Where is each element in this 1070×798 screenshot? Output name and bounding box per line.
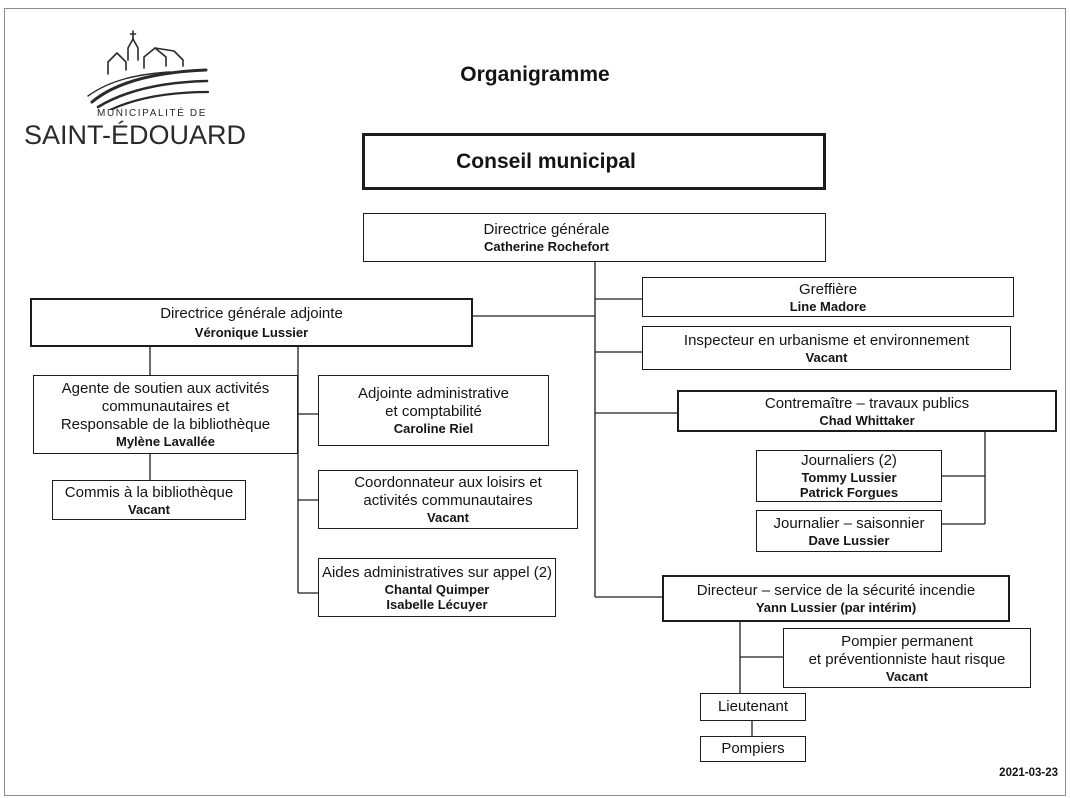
node-title: Responsable de la bibliothèque [60, 416, 271, 433]
node-title: Commis à la bibliothèque [64, 483, 234, 501]
node-directeur-incendie: Directeur – service de la sécurité incen… [662, 575, 1010, 622]
node-title: Journalier – saisonnier [773, 514, 925, 532]
node-title: Directrice générale [483, 221, 610, 238]
village-church-hill-icon [87, 30, 210, 110]
node-title: Coordonnateur aux loisirs et [354, 474, 542, 491]
node-title: Lieutenant [717, 698, 789, 715]
node-name: Chantal Quimper [384, 581, 490, 597]
node-name: Isabelle Lécuyer [386, 596, 488, 612]
node-name: Catherine Rochefort [484, 239, 609, 254]
node-title: et préventionniste haut risque [808, 650, 1006, 668]
node-directrice-generale: Directrice générale Catherine Rochefort [363, 213, 826, 262]
node-name: Véronique Lussier [194, 325, 309, 340]
node-agente-soutien: Agente de soutien aux activités communau… [33, 375, 298, 454]
node-title: Contremaître – travaux publics [764, 394, 970, 412]
node-title: Greffière [798, 280, 858, 298]
node-title: Directeur – service de la sécurité incen… [696, 582, 976, 599]
node-name: Mylène Lavallée [116, 434, 215, 449]
node-pompier-permanent: Pompier permanent et préventionniste hau… [783, 628, 1031, 688]
logo-municipality-label: MUNICIPALITÉ DE [97, 108, 207, 119]
node-title: Aides administratives sur appel (2) [321, 563, 553, 581]
node-name: Vacant [805, 349, 848, 365]
node-commis-bibliotheque: Commis à la bibliothèque Vacant [52, 480, 246, 520]
node-title: Pompiers [721, 740, 785, 757]
node-name: Caroline Riel [393, 421, 474, 436]
document-date: 2021-03-23 [999, 767, 1058, 779]
node-title: Directrice générale adjointe [160, 305, 343, 322]
node-directrice-generale-adjointe: Directrice générale adjointe Véronique L… [30, 298, 473, 347]
node-name: Chad Whittaker [819, 412, 915, 428]
node-name: Yann Lussier (par intérim) [755, 600, 917, 615]
node-aides-administratives: Aides administratives sur appel (2) Chan… [318, 558, 556, 617]
node-journaliers: Journaliers (2) Tommy Lussier Patrick Fo… [756, 450, 942, 502]
node-adjointe-administrative: Adjointe administrative et comptabilité … [318, 375, 549, 446]
node-contremaitre: Contremaître – travaux publics Chad Whit… [677, 390, 1057, 432]
node-title: Agente de soutien aux activités [61, 380, 270, 397]
page-frame [4, 8, 1066, 796]
node-title: Journaliers (2) [801, 452, 897, 469]
node-name: Vacant [886, 668, 928, 684]
page-title: Organigramme [460, 63, 610, 86]
node-title: activités communautaires [363, 492, 533, 509]
node-title: communautaires et [101, 398, 230, 415]
node-title: Inspecteur en urbanisme et environnement [683, 331, 970, 349]
node-title: Adjointe administrative [358, 385, 509, 402]
node-name: Tommy Lussier [801, 470, 897, 485]
node-name: Vacant [128, 501, 170, 517]
node-title: et comptabilité [385, 403, 482, 420]
node-pompiers: Pompiers [700, 736, 806, 762]
node-journalier-saisonnier: Journalier – saisonnier Dave Lussier [756, 510, 942, 552]
node-name: Line Madore [789, 298, 867, 314]
node-coordonnateur-loisirs: Coordonnateur aux loisirs et activités c… [318, 470, 578, 529]
node-name: Vacant [427, 510, 469, 525]
node-greffiere: Greffière Line Madore [642, 277, 1014, 317]
node-title: Pompier permanent [841, 632, 973, 650]
node-name: Dave Lussier [808, 532, 890, 548]
node-lieutenant: Lieutenant [700, 693, 806, 721]
node-title: Conseil municipal [456, 149, 636, 173]
node-name: Patrick Forgues [799, 485, 899, 500]
logo-municipality-name: SAINT-ÉDOUARD [23, 120, 247, 150]
node-inspecteur: Inspecteur en urbanisme et environnement… [642, 326, 1011, 370]
node-conseil-municipal: Conseil municipal [362, 133, 826, 190]
